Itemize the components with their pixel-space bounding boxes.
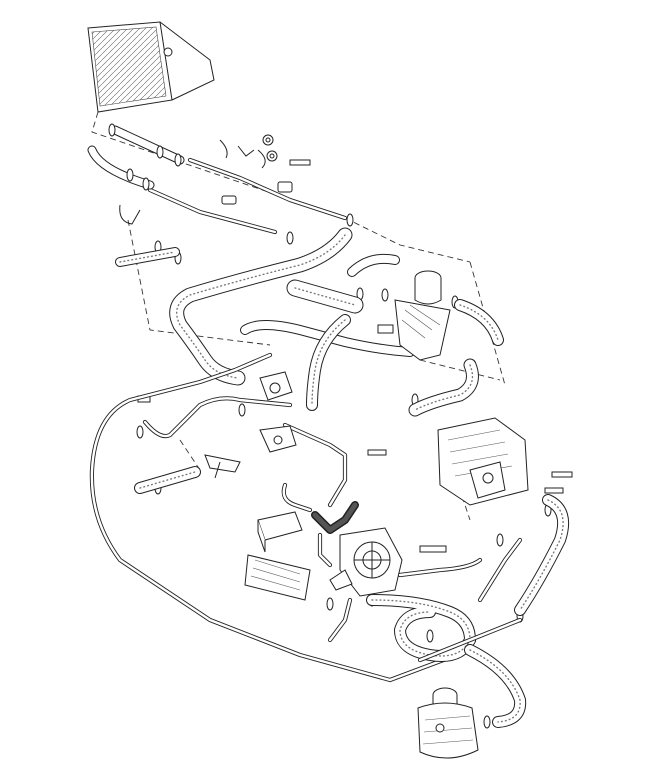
water-pump: [329, 527, 403, 597]
coolant-hose-center: [286, 279, 364, 314]
radiator: [87, 21, 215, 113]
coolant-hose-right-loop: [408, 358, 479, 417]
return-pipe-long: [89, 352, 473, 683]
expansion-tank-lower: [417, 687, 479, 759]
coolant-hose-right-lower: [514, 494, 569, 616]
bolts-and-nuts: [137, 134, 573, 553]
coolant-hose-right-upper: [347, 253, 504, 346]
oil-cooler: [244, 511, 311, 601]
coolant-hose-bottom-loop: [366, 594, 477, 662]
coolant-hose-upper-left: [115, 247, 180, 267]
heater-pipe-left: [142, 396, 348, 508]
pipe-right-middle: [397, 537, 523, 603]
coolant-hose-lower-left: [134, 466, 201, 494]
bracket-small: [204, 454, 241, 479]
small-pipe-center: [281, 482, 333, 568]
thermostat-housing: [259, 371, 297, 453]
coolant-hose-main-upper: [169, 227, 353, 386]
coolant-hose-crossover: [240, 314, 415, 411]
expansion-tank-upper: [377, 270, 451, 361]
bleed-pipe-lower: [327, 597, 523, 663]
coolant-hose-bottom-right: [464, 644, 527, 728]
hose-black-section: [311, 501, 359, 534]
bleed-pipe-upper: [147, 157, 348, 235]
heater-core-unit: [437, 417, 529, 506]
radiator-hoses-top: [87, 125, 266, 225]
